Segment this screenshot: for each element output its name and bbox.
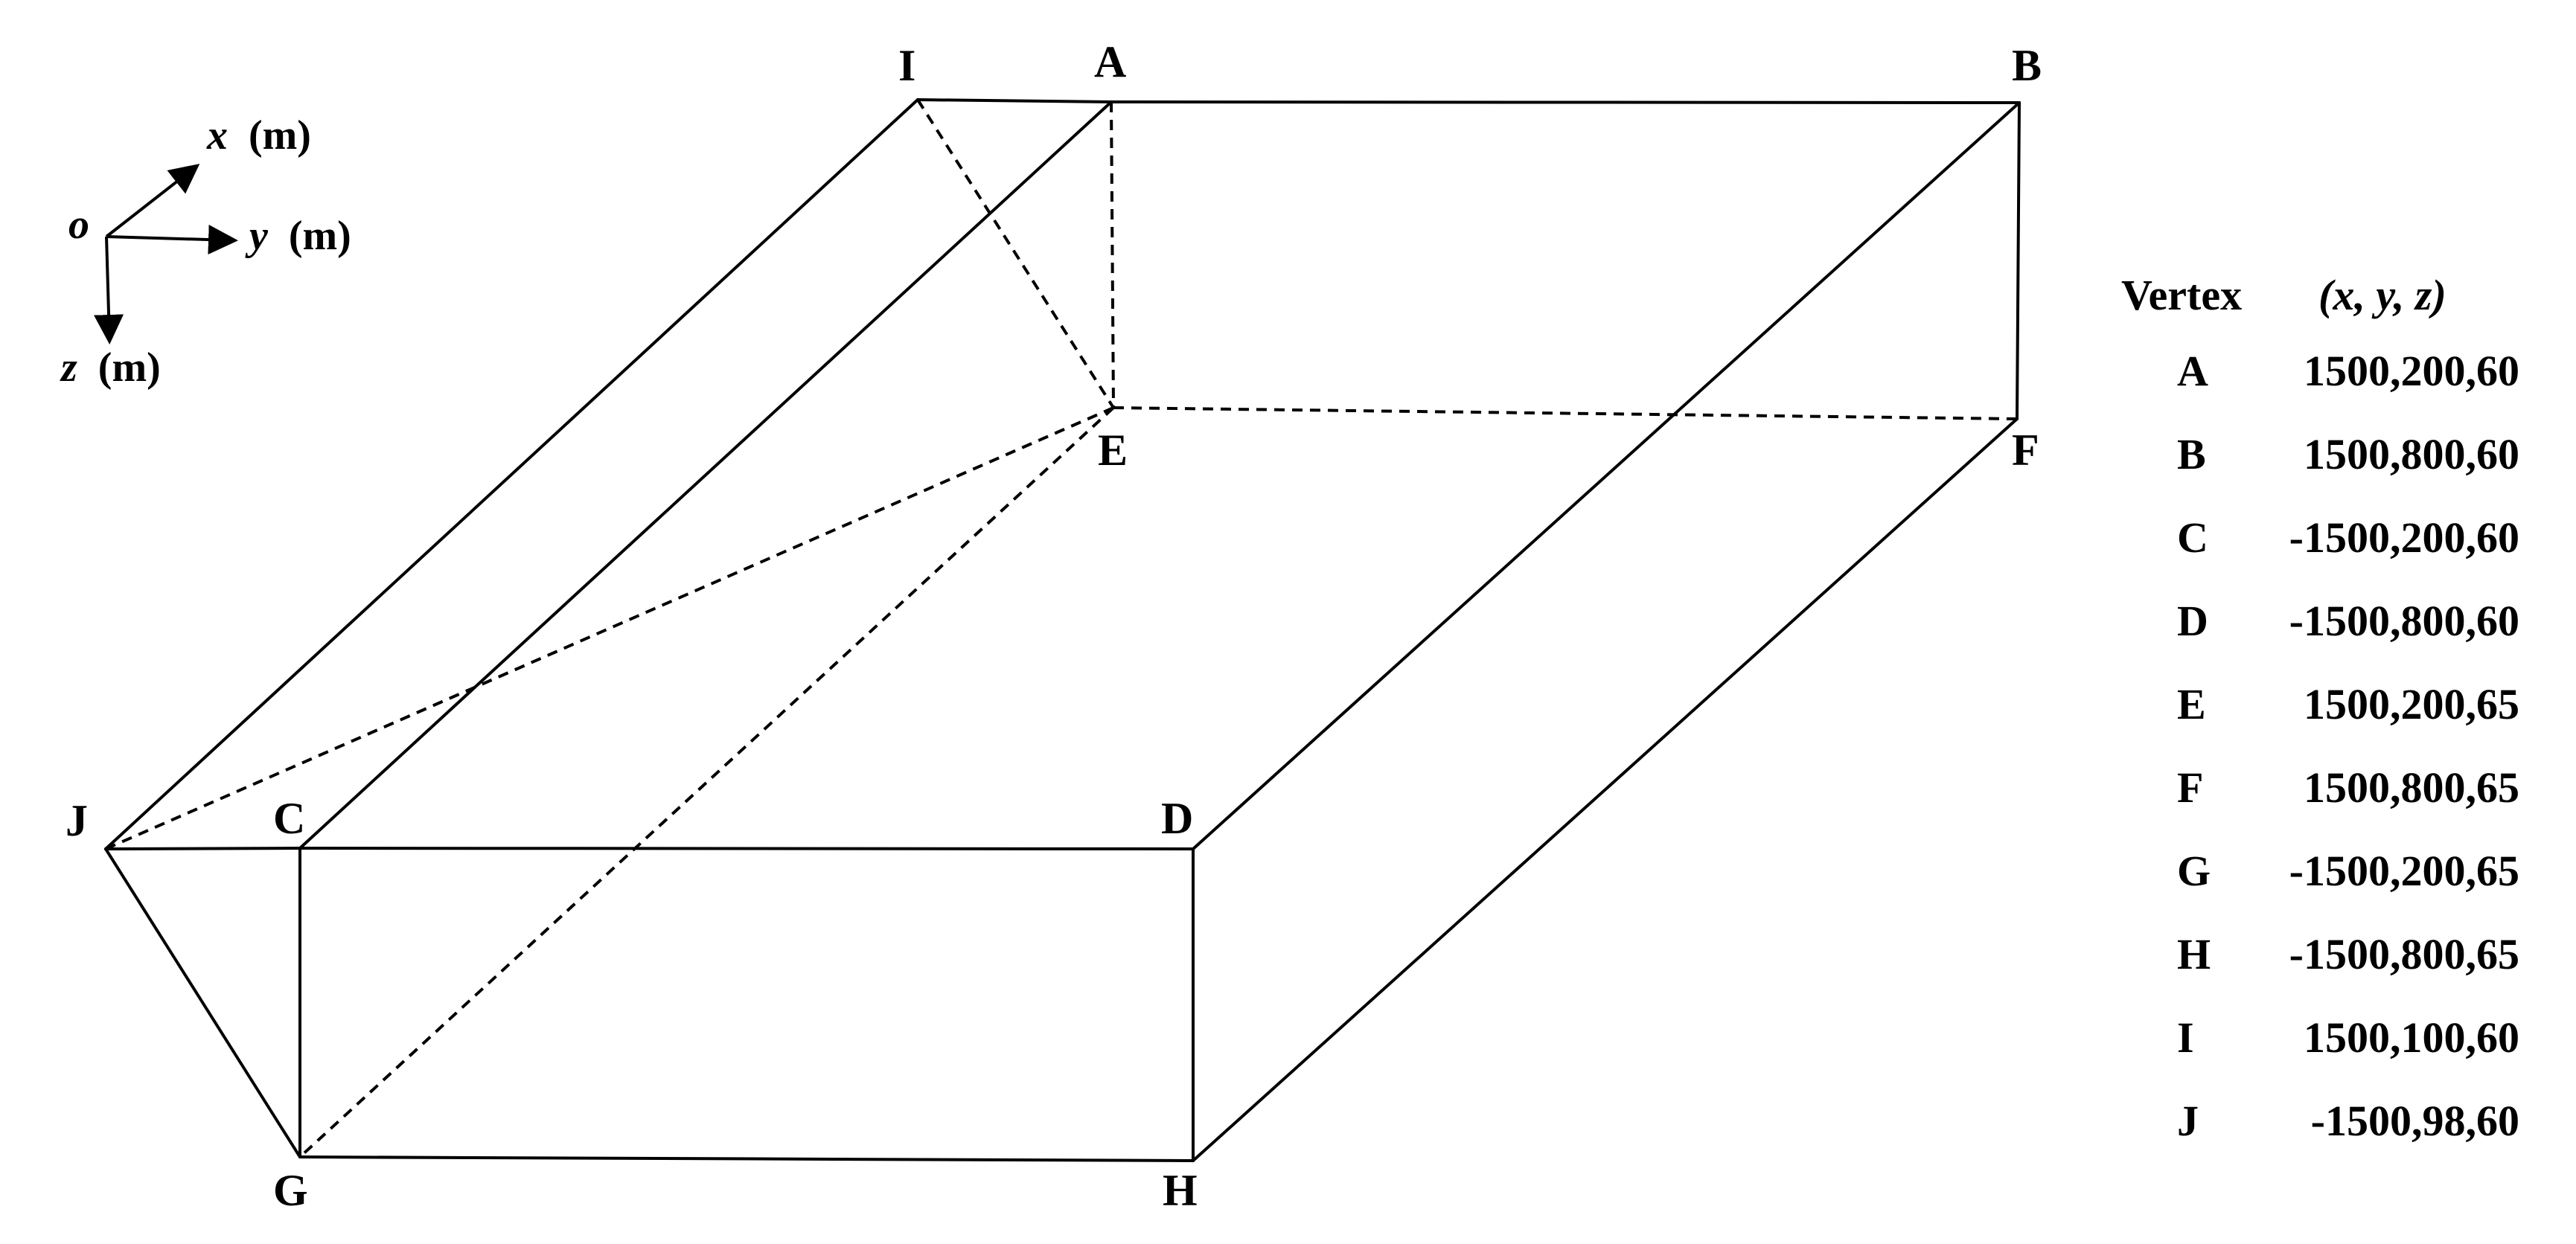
vertex-label-i: I <box>898 41 915 90</box>
vertex-table-row: A 1500,200,60 <box>2121 329 2553 412</box>
vertex-labels: I A B E F J C D G H <box>65 37 2042 1215</box>
vertex-label-g: G <box>273 1166 308 1215</box>
vertex-name-cell: I <box>2177 1013 2194 1062</box>
vertex-table-header: Vertex (x, y, z) <box>2121 260 2553 329</box>
edge-gh <box>298 1155 1195 1162</box>
x-axis-arrow <box>105 164 200 238</box>
vertex-label-j: J <box>65 796 88 845</box>
vertex-label-d: D <box>1161 794 1193 843</box>
vertex-table-row: E 1500,200,65 <box>2121 662 2553 746</box>
vertex-label-c: C <box>273 794 305 843</box>
edge-ij <box>104 98 919 850</box>
vertex-label-f: F <box>2012 426 2039 475</box>
y-axis-unit: (m) <box>289 213 351 259</box>
x-axis-var: x <box>206 112 228 158</box>
vertex-label-a: A <box>1094 37 1126 86</box>
edge-ab <box>1110 100 2021 104</box>
edge-bf <box>2016 101 2021 420</box>
edge-ac <box>298 100 1113 850</box>
x-axis-unit: (m) <box>249 112 311 158</box>
vertex-coords-cell: 1500,200,60 <box>2304 346 2519 395</box>
edge-jc <box>104 847 301 850</box>
vertex-coords-cell: 1500,200,65 <box>2304 679 2519 728</box>
vertex-name-cell: A <box>2177 346 2208 395</box>
vertex-coords-cell: -1500,200,60 <box>2289 513 2519 562</box>
edge-jg <box>104 847 301 1158</box>
y-axis-arrow <box>106 225 238 255</box>
vertex-coords-cell: -1500,98,60 <box>2310 1096 2519 1145</box>
vertex-name-cell: B <box>2177 429 2206 478</box>
edge-bd <box>1192 101 2021 850</box>
origin-label: o <box>68 202 89 248</box>
z-axis-arrow <box>94 236 124 344</box>
vertex-name-cell: D <box>2177 596 2208 645</box>
vertex-table-row: I 1500,100,60 <box>2121 995 2553 1079</box>
vertex-name-cell: C <box>2177 513 2208 562</box>
vertex-table-row: G -1500,200,65 <box>2121 829 2553 912</box>
vertex-name-cell: F <box>2177 763 2204 812</box>
edge-ef <box>1113 406 2018 420</box>
vertex-table-row: D -1500,800,60 <box>2121 579 2553 662</box>
vertex-name-cell: J <box>2177 1096 2199 1145</box>
vertex-label-b: B <box>2012 41 2042 90</box>
edge-ie <box>916 98 1115 409</box>
edge-ia <box>916 98 1113 103</box>
edge-fh <box>1192 417 2019 1162</box>
vertex-coords-cell: -1500,800,60 <box>2289 596 2519 645</box>
vertex-coords-cell: -1500,200,65 <box>2289 846 2519 895</box>
vertex-coords-cell: 1500,800,60 <box>2304 429 2519 478</box>
vertex-name-cell: G <box>2177 846 2211 895</box>
vertex-table-row: H -1500,800,65 <box>2121 912 2553 995</box>
y-axis-var: y <box>245 213 269 259</box>
axes-indicator: o x (m) y (m) z (m) <box>60 112 351 391</box>
vertex-coords-cell: 1500,100,60 <box>2304 1013 2519 1062</box>
z-axis-var: z <box>60 344 77 391</box>
edge-eg <box>298 406 1115 1158</box>
y-axis-label: y (m) <box>245 213 351 259</box>
vertex-table-row: B 1500,800,60 <box>2121 412 2553 496</box>
vertex-table-row: C -1500,200,60 <box>2121 496 2553 579</box>
vertex-table-row: J -1500,98,60 <box>2121 1079 2553 1162</box>
vertex-coords-cell: 1500,800,65 <box>2304 763 2519 812</box>
vertex-label-h: H <box>1163 1166 1198 1215</box>
z-axis-unit: (m) <box>98 344 161 391</box>
coords-column-header: (x, y, z) <box>2318 270 2446 319</box>
prism-edges <box>104 98 2021 1162</box>
z-axis-label: z (m) <box>60 344 161 391</box>
x-axis-label: x (m) <box>206 112 311 158</box>
edge-ej <box>105 406 1114 850</box>
vertex-table-row: F 1500,800,65 <box>2121 746 2553 829</box>
edge-ae <box>1110 101 1115 408</box>
vertex-label-e: E <box>1098 426 1128 475</box>
vertex-coords-cell: -1500,800,65 <box>2289 929 2519 978</box>
vertex-name-cell: H <box>2177 929 2211 978</box>
edge-cd <box>298 847 1195 850</box>
vertex-column-header: Vertex <box>2121 270 2243 319</box>
vertex-name-cell: E <box>2177 679 2206 728</box>
